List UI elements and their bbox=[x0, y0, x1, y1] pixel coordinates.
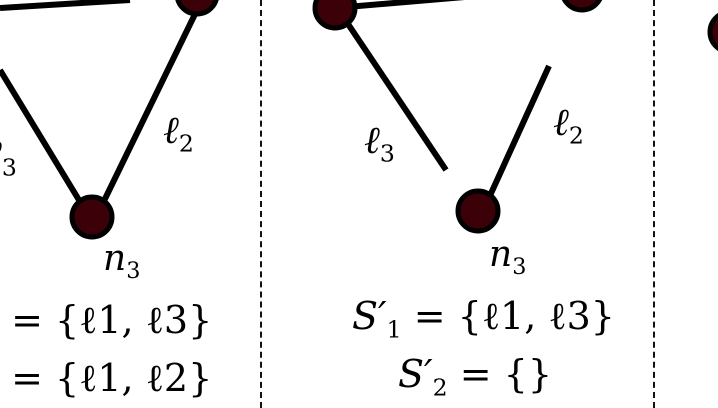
middle-edge-label-l2: ℓ2 bbox=[553, 100, 584, 150]
left-edge-l2 bbox=[99, 8, 200, 207]
middle-edge-l2 bbox=[485, 64, 552, 202]
left-edge-top bbox=[0, 0, 131, 11]
left-node-label-n3: n3 bbox=[103, 238, 141, 285]
middle-equation-2: S′2 = {} bbox=[398, 352, 553, 402]
left-edge-label-l3: ℓ3 bbox=[0, 132, 17, 182]
divider-right bbox=[653, 0, 655, 408]
left-node-n3 bbox=[69, 194, 115, 240]
left-edge-label-l2: ℓ2 bbox=[163, 108, 194, 158]
middle-edge-label-l3: ℓ3 bbox=[364, 118, 395, 168]
middle-node-n3 bbox=[455, 188, 501, 234]
middle-node-top-left bbox=[312, 0, 358, 31]
left-equation-1: 1 = {ℓ1, ℓ3} bbox=[11, 298, 213, 342]
left-panel-graph bbox=[0, 0, 219, 240]
middle-equation-1: S′1 = {ℓ1, ℓ3} bbox=[352, 294, 615, 344]
middle-node-top-right bbox=[561, 0, 603, 13]
middle-edge-l3 bbox=[341, 16, 449, 172]
left-node-top-right bbox=[175, 0, 219, 17]
left-equation-2: 2 = {ℓ1, ℓ2} bbox=[11, 356, 213, 400]
middle-node-label-n3: n3 bbox=[489, 234, 527, 281]
middle-panel-graph bbox=[312, 0, 603, 234]
middle-edge-top bbox=[334, 0, 465, 11]
left-edge-l3 bbox=[0, 68, 85, 207]
right-node-partial bbox=[707, 13, 718, 51]
divider-left bbox=[260, 0, 262, 408]
